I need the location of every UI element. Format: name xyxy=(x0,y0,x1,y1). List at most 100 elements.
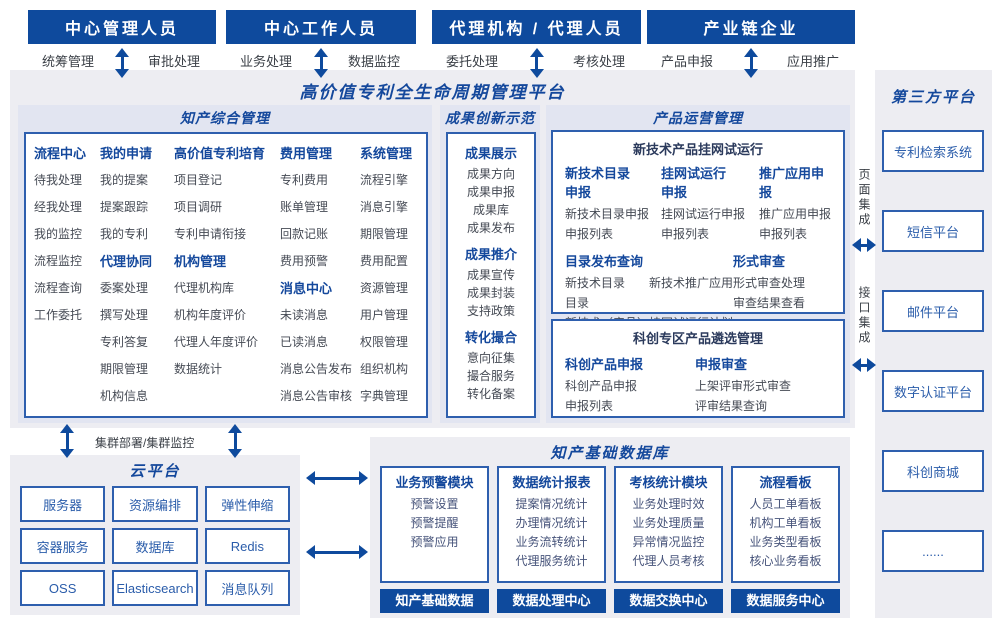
role-title-bar: 代理机构 / 代理人员 xyxy=(432,10,641,44)
menu-item: 资源管理 xyxy=(360,281,409,295)
labeled-box: 数据库 xyxy=(112,528,198,564)
group-header: 形式审查 xyxy=(733,254,786,269)
section-ip-base-database: 知产基础数据库 业务预警模块预警设置预警提醒预警应用知产基础数据数据统计报表提案… xyxy=(370,437,850,618)
module-item: 预警提醒 xyxy=(410,516,459,530)
menu-item: 提案跟踪 xyxy=(100,200,149,214)
group-item: 评审结果查询 xyxy=(695,399,768,413)
group-item: 支持政策 xyxy=(466,304,515,318)
menu-group: 科创产品申报科创产品申报申报列表 xyxy=(565,349,695,416)
labeled-box: ...... xyxy=(882,530,984,572)
menu-group: 成果展示成果方向成果申报成果库成果发布 xyxy=(448,142,534,237)
labeled-box: 资源编排 xyxy=(112,486,198,522)
group-item: 审查结果查看 xyxy=(733,296,806,310)
menu-item: 我的专利 xyxy=(100,227,149,241)
menu-item: 消息引擎 xyxy=(360,200,409,214)
labeled-box: 数字认证平台 xyxy=(882,370,984,412)
group-item: 成果库 xyxy=(472,203,509,217)
role-action-label: 统筹管理 xyxy=(42,54,95,69)
menu-item: 专利申请衔接 xyxy=(174,227,247,241)
menu-item: 字典管理 xyxy=(360,389,409,403)
labeled-box: Redis xyxy=(204,528,290,564)
inner-box-title: 科创专区产品遴选管理 xyxy=(632,331,763,346)
module-box: 数据统计报表提案情况统计办理情况统计业务流转统计代理服务统计 xyxy=(497,466,606,583)
module-item: 业务处理时效 xyxy=(632,497,705,511)
menu-item: 数据统计 xyxy=(174,362,223,376)
menu-item: 代理人年度评价 xyxy=(174,335,259,349)
module-item: 代理服务统计 xyxy=(515,554,588,568)
menu-item: 经我处理 xyxy=(34,200,83,214)
module-item: 业务类型看板 xyxy=(749,535,822,549)
menu-item: 账单管理 xyxy=(280,200,329,214)
section-title: 第三方平台 xyxy=(890,89,976,106)
labeled-box: 消息队列 xyxy=(204,570,290,606)
api-integration-label: 接口集成 xyxy=(857,286,871,346)
menu-item: 机构信息 xyxy=(100,389,149,403)
cluster-link-label: 集群部署/集群监控 xyxy=(95,436,195,450)
menu-item: 工作委托 xyxy=(34,308,83,322)
menu-item: 回款记账 xyxy=(280,227,329,241)
platform-container: 高价值专利全生命周期管理平台 知产综合管理 流程中心待我处理经我处理我的监控流程… xyxy=(10,70,855,428)
module-data-bar: 知产基础数据 xyxy=(380,589,489,613)
section-product-operations: 产品运营管理 新技术产品挂网试运行 新技术目录 申报新技术目录申报申报列表挂网试… xyxy=(546,105,850,423)
menu-item: 流程监控 xyxy=(34,254,83,268)
menu-item: 项目登记 xyxy=(174,173,223,187)
menu-item: 机构年度评价 xyxy=(174,308,247,322)
labeled-box: 弹性伸缩 xyxy=(204,486,290,522)
role-title-bar: 中心工作人员 xyxy=(226,10,416,44)
menu-group: 推广应用申报推广应用申报申报列表 xyxy=(759,160,833,244)
group-row: 新技术目录 申报新技术目录申报申报列表挂网试运行 申报挂网试运行申报申报列表推广… xyxy=(553,158,843,244)
module-box: 流程看板人员工单看板机构工单看板业务类型看板核心业务看板 xyxy=(731,466,840,583)
group-item: 成果宣传 xyxy=(466,268,515,282)
menu-group: 挂网试运行 申报挂网试运行申报申报列表 xyxy=(661,160,759,244)
page-integration-label: 页面集成 xyxy=(857,168,871,228)
role-title-bar: 产业链企业 xyxy=(647,10,855,44)
section-title: 成果创新示范 xyxy=(445,110,535,126)
labeled-box: Elasticsearch xyxy=(112,570,198,606)
menu-item: 消息公告审核 xyxy=(280,389,353,403)
group-header: 科创产品申报 xyxy=(565,357,644,372)
group-item: 推广应用申报 xyxy=(759,207,832,221)
labeled-box: 容器服务 xyxy=(20,528,106,564)
group-item: 形式审查处理 xyxy=(733,276,806,290)
inner-box-title: 新技术产品挂网试运行 xyxy=(632,142,763,157)
section-title: 知产基础数据库 xyxy=(550,445,670,462)
group-item: 申报列表 xyxy=(565,399,614,413)
menu-item: 用户管理 xyxy=(360,308,409,322)
section-ip-management: 知产综合管理 流程中心待我处理经我处理我的监控流程监控流程查询工作委托 我的申请… xyxy=(18,105,432,423)
achievement-menu: 成果展示成果方向成果申报成果库成果发布成果推介成果宣传成果封装支持政策转化撮合意… xyxy=(446,132,536,418)
menu-header: 系统管理 xyxy=(360,146,413,161)
role-action-label: 产品申报 xyxy=(661,54,714,69)
group-item: 成果方向 xyxy=(466,167,515,181)
third-party-list: 专利检索系统短信平台邮件平台数字认证平台科创商城...... xyxy=(882,130,984,572)
leftright-arrow-icon xyxy=(852,238,876,252)
group-item: 转化备案 xyxy=(466,387,515,401)
module-item: 人员工单看板 xyxy=(749,497,822,511)
role-action-label: 审批处理 xyxy=(147,54,200,69)
role-action-label: 考核处理 xyxy=(572,54,625,69)
leftright-arrow-icon xyxy=(306,545,368,559)
group-header: 申报审查 xyxy=(695,357,748,372)
group-header: 成果展示 xyxy=(464,146,517,161)
group-item: 成果申报 xyxy=(466,185,515,199)
menu-item: 消息公告发布 xyxy=(280,362,353,376)
group-header: 推广应用申报 xyxy=(759,166,825,200)
section-achievement-demo: 成果创新示范 成果展示成果方向成果申报成果库成果发布成果推介成果宣传成果封装支持… xyxy=(440,105,540,423)
menu-group: 申报审查上架评审形式审查评审结果查询 xyxy=(695,349,833,416)
menu-item: 待我处理 xyxy=(34,173,83,187)
module-data-bar: 数据处理中心 xyxy=(497,589,606,613)
menu-column: 高价值专利培育项目登记项目调研专利申请衔接机构管理代理机构库机构年度评价代理人年… xyxy=(174,140,280,416)
menu-column: 系统管理流程引擎消息引擎期限管理费用配置资源管理用户管理权限管理组织机构字典管理 xyxy=(360,140,424,416)
menu-column: 流程中心待我处理经我处理我的监控流程监控流程查询工作委托 xyxy=(34,140,100,416)
labeled-box: 科创商城 xyxy=(882,450,984,492)
module-header: 业务预警模块 xyxy=(395,475,474,490)
menu-group: 形式审查形式审查处理审查结果查看 xyxy=(733,246,833,333)
menu-item: 已读消息 xyxy=(280,335,329,349)
labeled-box: 短信平台 xyxy=(882,210,984,252)
labeled-box: 邮件平台 xyxy=(882,290,984,332)
role-action-label: 委托处理 xyxy=(446,54,499,69)
menu-item: 专利答复 xyxy=(100,335,149,349)
